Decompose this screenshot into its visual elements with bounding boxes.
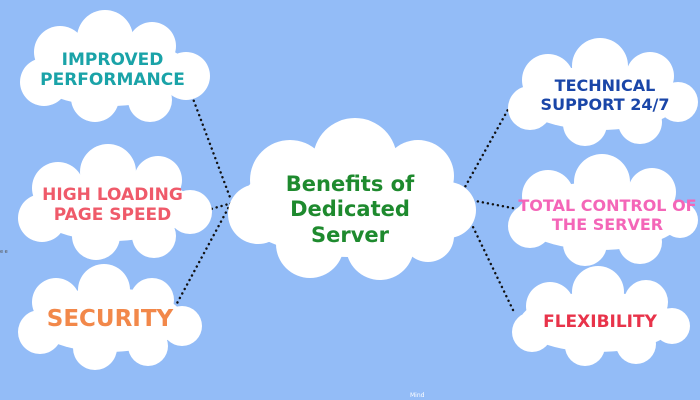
cloud-tr [508,38,698,146]
node-flexibility: FLEXIBILITY [543,312,657,333]
cloud-ml [18,144,212,260]
node-total-control: TOTAL CONTROL OF THE SERVER [518,195,697,234]
watermark-text: Mind [410,392,425,399]
cloud-bl [18,264,202,370]
node-improved-performance: IMPROVED PERFORMANCE [40,49,185,90]
cloud-mr [508,154,698,266]
center-topic: Benefits of Dedicated Server [285,172,415,247]
connector-bl [173,201,233,309]
connector-mr [458,196,530,213]
node-technical-support: TECHNICAL SUPPORT 24/7 [540,75,670,114]
connector-tl [190,94,233,202]
connector-tr [458,95,517,198]
node-high-loading-page-speed: HIGH LOADING PAGE SPEED [42,184,183,225]
cloud-br [512,266,690,366]
cloud-center [228,118,476,280]
clouds [18,10,698,370]
cloud-tl [20,10,210,122]
node-security: SECURITY [46,306,174,333]
edge-mark: e e [0,249,8,255]
